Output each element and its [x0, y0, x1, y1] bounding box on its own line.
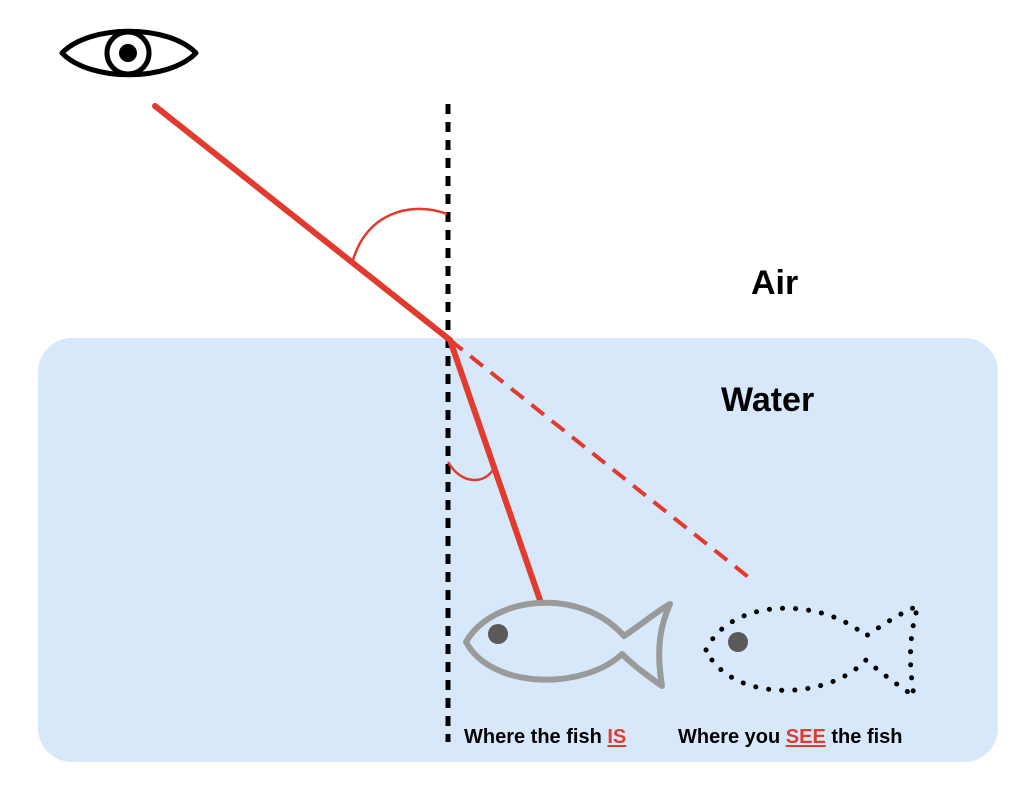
dotted-fish-icon [703, 601, 922, 702]
apparent-ray [448, 338, 754, 582]
apparent-fish-caption: Where you SEE the fish [678, 726, 903, 749]
apparent-fish-caption-suffix: the fish [825, 726, 903, 748]
incident-ray [152, 103, 453, 343]
real-fish-caption: Where the fish IS [464, 726, 626, 749]
fish-icon [463, 599, 673, 689]
apparent-fish-caption-highlight: SEE [785, 726, 826, 748]
incidence-angle-arc [350, 207, 448, 265]
water-label: Water [721, 381, 815, 419]
fish-eye [488, 624, 508, 644]
apparent-fish-caption-prefix: Where you [678, 726, 786, 748]
refracted-ray [447, 337, 544, 606]
eye-icon [59, 28, 199, 78]
real-fish-caption-highlight: IS [607, 726, 627, 748]
apparent-fish-eye [728, 632, 748, 652]
water-region [38, 338, 998, 762]
air-label: Air [751, 264, 799, 302]
real-fish-caption-prefix: Where the fish [464, 726, 608, 748]
refraction-angle-arc [446, 461, 496, 482]
